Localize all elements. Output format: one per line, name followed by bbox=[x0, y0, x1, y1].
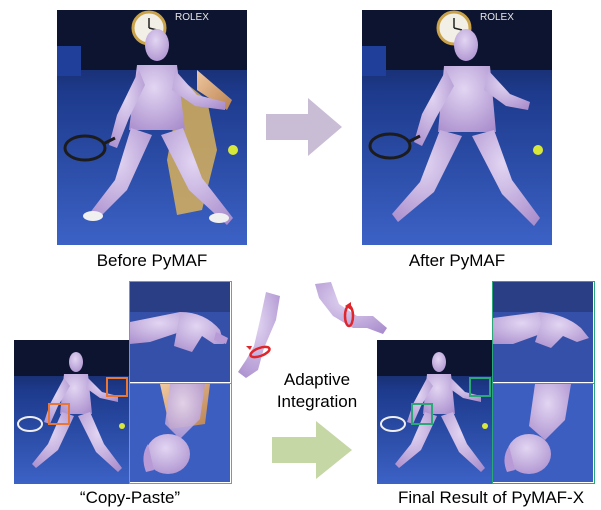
clock-brand-text: ROLEX bbox=[480, 12, 514, 23]
final-result-full-image bbox=[377, 340, 493, 484]
copy-paste-left-hand-zoom bbox=[129, 383, 232, 484]
bottom-arrow bbox=[272, 421, 352, 479]
rotated-right-arm-illustration bbox=[313, 282, 389, 342]
caption-before-pymaf: Before PyMAF bbox=[96, 251, 208, 270]
caption-final-result: Final Result of PyMAF-X bbox=[397, 488, 585, 507]
adaptive-integration-label: Adaptive Integration bbox=[262, 369, 372, 413]
caption-copy-paste: “Copy-Paste” bbox=[79, 488, 181, 507]
after-pymaf-image: ROLEX bbox=[362, 10, 552, 245]
final-result-left-hand-zoom bbox=[492, 383, 595, 484]
copy-paste-right-hand-zoom bbox=[129, 281, 232, 384]
clock-brand-text: ROLEX bbox=[175, 12, 209, 23]
before-pymaf-image: ROLEX bbox=[57, 10, 247, 245]
caption-after-pymaf: After PyMAF bbox=[408, 251, 506, 270]
rotated-left-arm-illustration bbox=[236, 290, 282, 384]
adaptive-label-line1: Adaptive bbox=[283, 370, 351, 389]
final-result-right-hand-zoom bbox=[492, 281, 595, 384]
top-arrow bbox=[266, 98, 342, 156]
copy-paste-full-image bbox=[14, 340, 130, 484]
adaptive-label-line2: Integration bbox=[276, 392, 358, 411]
